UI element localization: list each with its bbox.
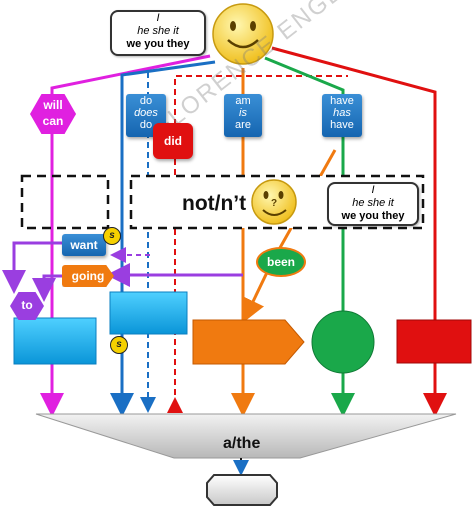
green-path xyxy=(264,56,355,417)
auxiliary-be-box: am is are xyxy=(224,94,262,137)
green-circle xyxy=(311,310,375,374)
smiley-top-eye-right xyxy=(250,21,256,31)
want-s-badge: s xyxy=(103,227,121,245)
negation-box-left xyxy=(20,174,110,230)
want-s-label: s xyxy=(109,230,115,241)
have-line-3: have xyxy=(330,119,354,131)
smiley-mid-mouth xyxy=(262,209,287,216)
pronoun-line-i: I xyxy=(156,12,160,24)
do-line-3: do xyxy=(139,119,153,131)
pronoun-line-we-you-they: we you they xyxy=(126,38,190,50)
red-path xyxy=(271,46,447,417)
smiley-top-eye-left xyxy=(230,21,236,31)
article-label: a/the xyxy=(223,435,260,452)
negation-label: not/n’t xyxy=(182,192,246,215)
smiley-mid-eye-right xyxy=(278,191,284,199)
orange-arrow-box xyxy=(192,319,305,365)
s-badge-label: s xyxy=(116,339,122,350)
red-box xyxy=(396,319,472,364)
pronoun-line-we-you-they: we you they xyxy=(341,210,405,222)
article-funnel xyxy=(35,413,457,459)
modal-line-will: will xyxy=(43,98,63,112)
smiley-mid-eye-left xyxy=(263,191,269,199)
to-label: to xyxy=(21,298,33,312)
blank-plaque xyxy=(206,474,278,506)
going-box: going xyxy=(62,265,114,287)
been-label: been xyxy=(266,255,295,269)
cyan-box-left xyxy=(13,317,97,365)
auxiliary-did-box: did xyxy=(153,123,193,159)
going-label: going xyxy=(71,269,105,283)
do-line-2: does xyxy=(134,107,158,119)
be-line-are: are xyxy=(235,119,251,131)
been-oval: been xyxy=(256,247,306,277)
modal-line-can: can xyxy=(42,114,64,128)
pronoun-bubble-top: I he she it we you they xyxy=(110,10,206,56)
want-label: want xyxy=(70,238,98,252)
auxiliary-have-box: have has have xyxy=(322,94,362,137)
purple-connectors xyxy=(2,241,243,302)
pronoun-line-he-she-it: he she it xyxy=(352,197,394,209)
smiley-top-face xyxy=(212,3,274,65)
have-line-1: have xyxy=(330,95,354,107)
did-label: did xyxy=(164,134,182,148)
red-dashed-path xyxy=(167,75,348,413)
want-box: want xyxy=(62,234,106,256)
orange-have-path xyxy=(242,149,337,323)
be-line-am: am xyxy=(235,95,251,107)
modal-label: will can xyxy=(30,97,76,129)
smiley-mid-face xyxy=(251,179,297,225)
pronoun-line-he-she-it: he she it xyxy=(137,25,179,37)
pronoun-bubble-mid: I he she it we you they xyxy=(327,182,419,226)
pronoun-line-i: I xyxy=(371,184,375,196)
cyan-box-middle xyxy=(109,291,188,335)
have-line-2: has xyxy=(333,107,351,119)
smiley-mid-question-mark: ? xyxy=(271,198,277,209)
smiley-top-mouth xyxy=(227,39,259,49)
be-line-is: is xyxy=(239,107,247,119)
do-line-1: do xyxy=(139,95,153,107)
s-badge: s xyxy=(110,336,128,354)
